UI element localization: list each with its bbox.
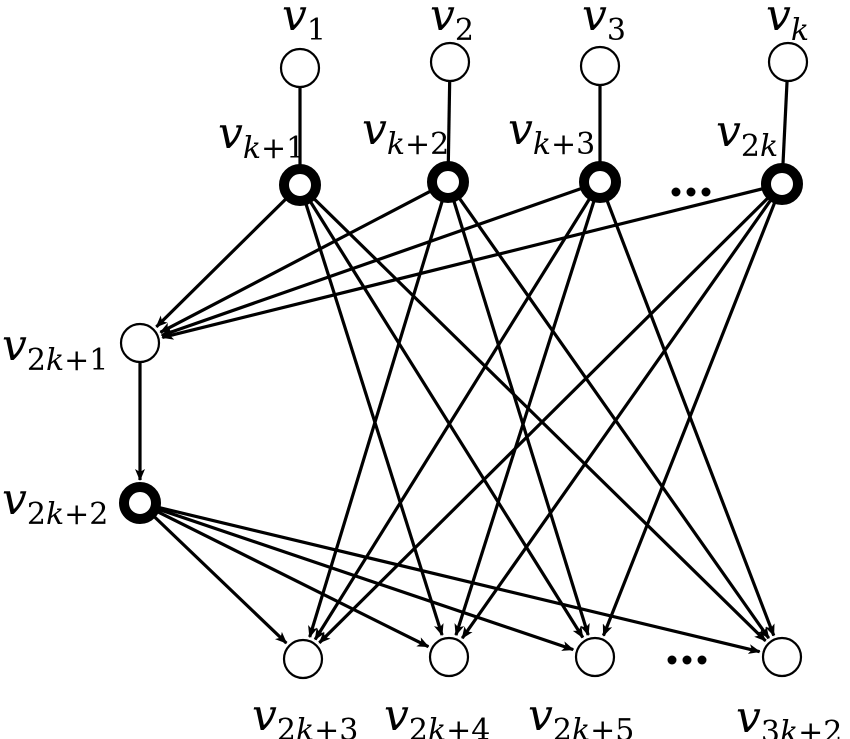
node-v2k2 [119, 482, 161, 524]
node-vk3 [579, 161, 621, 203]
label-v1: v1 [282, 0, 326, 48]
arrow-v2k2-to-v3k2 [158, 505, 761, 654]
label-v2: v2 [430, 0, 474, 48]
ellipsis-dot [667, 655, 677, 665]
arrow-vk1-to-v2k5 [308, 200, 585, 639]
label-v2k2: v2k+2 [2, 474, 108, 532]
label-vk3: vk+3 [508, 104, 595, 162]
arrow-v2k2-to-v2k4 [156, 510, 430, 649]
arrow-vk2-to-v2k5 [452, 199, 590, 636]
node-v2 [429, 41, 471, 83]
node-v2k [761, 163, 803, 205]
arrow-vk1-to-v2k1 [155, 197, 288, 328]
label-vk2: vk+2 [362, 104, 449, 162]
arrow-v2k-to-v2k1 [161, 187, 764, 340]
ellipsis-bottom-right [667, 655, 707, 665]
ellipsis-top-right [671, 187, 711, 197]
arrow-v2k-to-v2k4 [460, 198, 773, 640]
label-v2k: v2k [716, 106, 778, 164]
edges-layer [135, 80, 789, 654]
node-vk [767, 41, 809, 83]
arrow-vk2-to-v2k3 [308, 199, 445, 638]
label-v2k3: v2k+3 [252, 690, 358, 739]
arrow-vk3-to-v2k1 [160, 186, 583, 337]
label-v3k2: v3k+2 [736, 692, 842, 739]
nodes-layer [119, 41, 809, 680]
ellipsis-dot [682, 655, 692, 665]
arrow-v2k2-to-v2k3 [152, 514, 288, 645]
label-v2k1: v2k+1 [2, 320, 108, 378]
node-v1 [279, 47, 321, 89]
ellipsis-dot [686, 187, 696, 197]
ellipsis-dot [671, 187, 681, 197]
ellipsis-dot [697, 655, 707, 665]
arrow-vk1-to-v3k2 [312, 197, 767, 643]
label-vk: vk [766, 0, 809, 48]
node-v2k3 [282, 638, 324, 680]
node-v2k1 [119, 322, 161, 364]
arrow-vk3-to-v2k4 [454, 199, 596, 637]
label-v2k4: v2k+4 [384, 690, 490, 739]
edge-v2-vk2 [446, 80, 452, 164]
arrow-vk2-to-v3k2 [457, 196, 771, 640]
label-v3: v3 [582, 0, 626, 48]
arrow-v2k-to-v2k3 [318, 196, 770, 644]
node-v3 [579, 45, 621, 87]
node-vk2 [427, 161, 469, 203]
edge-vk-v2k [781, 80, 789, 166]
node-vk1 [279, 164, 321, 206]
arrow-v2k-to-v2k5 [601, 201, 777, 637]
arrow-vk2-to-v2k1 [159, 189, 432, 334]
ellipsis-dot [701, 187, 711, 197]
node-v2k5 [574, 636, 616, 678]
arrow-vk3-to-v2k3 [313, 197, 592, 641]
label-vk1: vk+1 [218, 108, 305, 166]
node-v2k4 [428, 636, 470, 678]
label-v2k5: v2k+5 [528, 690, 634, 739]
arrow-v2k2-to-v2k5 [157, 507, 575, 652]
ellipsis-layer [667, 187, 711, 665]
arrow-vk1-to-v2k4 [304, 202, 444, 637]
node-v3k2 [761, 636, 803, 678]
